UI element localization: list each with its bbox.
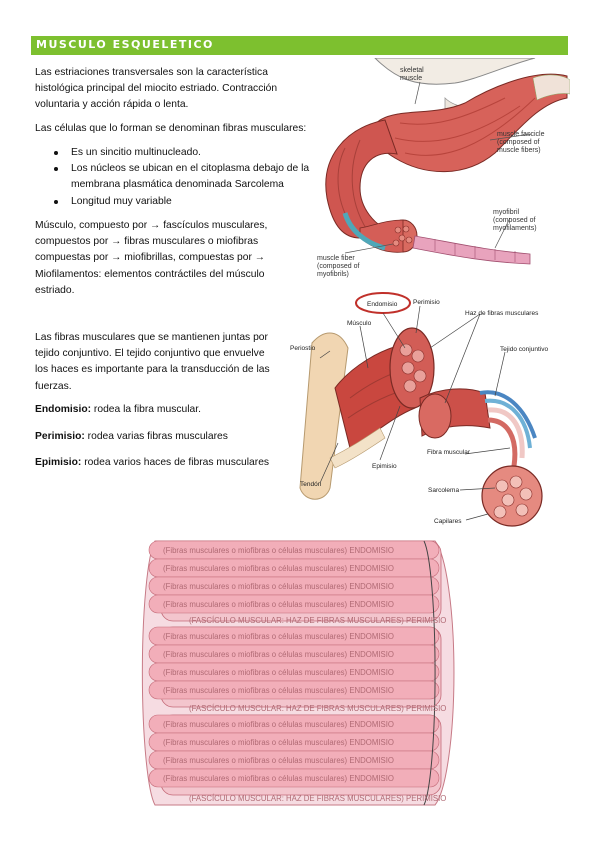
- endomisio-label: (Fibras musculares o miofibras o células…: [163, 738, 394, 747]
- endomisio-label: (Fibras musculares o miofibras o células…: [163, 564, 394, 573]
- section-header-bar: MUSCULO ESQUELETICO: [31, 36, 568, 55]
- connective-tissue-illustration: Endomisio Perimisio Haz de fibras muscul…: [290, 292, 548, 527]
- fascicle-group-2: [148, 626, 442, 708]
- endomisio-label: (Fibras musculares o miofibras o células…: [163, 600, 394, 609]
- muscle-layers-diagram: (Fibras musculares o miofibras o células…: [141, 540, 455, 806]
- hierarchy-paragraph: Músculo, compuesto por → fascículos musc…: [35, 220, 268, 296]
- label-perimisio: Perimisio: [413, 299, 440, 306]
- endomisio-label: (Fibras musculares o miofibras o células…: [163, 686, 394, 695]
- label-tejido-conjuntivo: Tejido conjuntivo: [500, 346, 548, 353]
- definition-endomisio: Endomisio: rodea la fibra muscular.: [35, 404, 201, 415]
- perimisio-label: (FASCÍCULO MUSCULAR: HAZ DE FIBRAS MUSCU…: [189, 794, 446, 803]
- label-tendon: Tendón: [300, 481, 322, 488]
- list-item: Los núcleos se ubican en el citoplasma d…: [35, 161, 325, 193]
- intro-paragraph: Las estriaciones transversales son la ca…: [35, 65, 295, 114]
- fiber-properties-list: Es un sincitio multinucleado. Los núcleo…: [35, 145, 325, 210]
- perimisio-label: (FASCÍCULO MUSCULAR: HAZ DE FIBRAS MUSCU…: [189, 704, 446, 713]
- definition-perimisio: Perimisio: rodea varias fibras musculare…: [35, 431, 228, 442]
- label-epimisio: Epimisio: [372, 463, 397, 470]
- list-item: Longitud muy variable: [35, 194, 325, 210]
- label-capilares: Capilares: [434, 518, 462, 525]
- connective-tissue-paragraph: Las fibras musculares que se mantienen j…: [35, 332, 270, 392]
- fascicle-group-1: [148, 540, 442, 622]
- endomisio-label: (Fibras musculares o miofibras o células…: [163, 650, 394, 659]
- definition-epimisio: Epimisio: rodea varios haces de fibras m…: [35, 457, 270, 468]
- cells-paragraph: Las células que lo forman se denominan f…: [35, 123, 307, 134]
- endomisio-label: (Fibras musculares o miofibras o células…: [163, 546, 394, 555]
- endomisio-label: (Fibras musculares o miofibras o células…: [163, 774, 394, 783]
- label-periostio: Periostio: [290, 345, 316, 352]
- intro-line: histológica principal del miocito estria…: [35, 83, 278, 95]
- endomisio-label: (Fibras musculares o miofibras o células…: [163, 668, 394, 677]
- endomisio-label: (Fibras musculares o miofibras o células…: [163, 720, 394, 729]
- label-endomisio: Endomisio: [367, 301, 398, 308]
- label-fibra-muscular: Fibra muscular: [427, 449, 471, 456]
- label-haz-fibras: Haz de fibras musculares: [465, 310, 539, 317]
- label-musculo: Músculo: [347, 320, 372, 327]
- label-sarcolema: Sarcolema: [428, 487, 459, 494]
- perimisio-label: (FASCÍCULO MUSCULAR: HAZ DE FIBRAS MUSCU…: [189, 616, 446, 625]
- fascicle-group-3: [148, 714, 442, 796]
- intro-line: voluntaria y acción rápida o lenta.: [35, 99, 189, 111]
- intro-line: Las estriaciones transversales son la ca…: [35, 67, 268, 78]
- list-item: Es un sincitio multinucleado.: [35, 145, 325, 161]
- endomisio-label: (Fibras musculares o miofibras o células…: [163, 756, 394, 765]
- section-title: MUSCULO ESQUELETICO: [36, 38, 214, 51]
- endomisio-label: (Fibras musculares o miofibras o células…: [163, 632, 394, 641]
- endomisio-label: (Fibras musculares o miofibras o células…: [163, 582, 394, 591]
